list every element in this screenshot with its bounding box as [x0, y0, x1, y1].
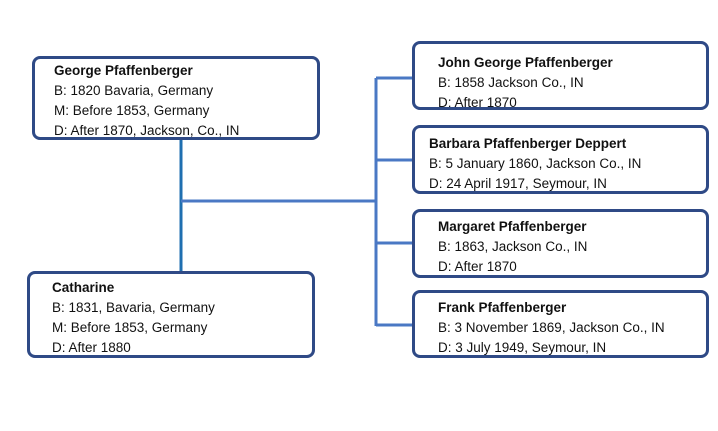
person-name: Frank Pfaffenberger	[438, 300, 567, 315]
person-name: Margaret Pfaffenberger	[438, 219, 587, 234]
person-card-catharine: Catharine B: 1831, Bavaria, Germany M: B…	[27, 271, 315, 358]
death-info: D: After 1870, Jackson, Co., IN	[54, 123, 240, 138]
person-name: John George Pfaffenberger	[438, 55, 613, 70]
death-info: D: 3 July 1949, Seymour, IN	[438, 340, 607, 355]
marriage-info: M: Before 1853, Germany	[52, 320, 208, 335]
person-name: Barbara Pfaffenberger Deppert	[429, 136, 627, 151]
birth-info: B: 1831, Bavaria, Germany	[52, 300, 215, 315]
person-name: Catharine	[52, 280, 115, 295]
death-info: D: 24 April 1917, Seymour, IN	[429, 176, 607, 191]
death-info: D: After 1870	[438, 95, 517, 110]
death-info: D: After 1870	[438, 259, 517, 274]
birth-info: B: 3 November 1869, Jackson Co., IN	[438, 320, 665, 335]
person-card-john: John George Pfaffenberger B: 1858 Jackso…	[412, 41, 709, 110]
person-card-barbara: Barbara Pfaffenberger Deppert B: 5 Janua…	[412, 125, 709, 194]
person-card-frank: Frank Pfaffenberger B: 3 November 1869, …	[412, 290, 709, 358]
birth-info: B: 1863, Jackson Co., IN	[438, 239, 588, 254]
birth-info: B: 1820 Bavaria, Germany	[54, 83, 214, 98]
death-info: D: After 1880	[52, 340, 131, 355]
person-card-margaret: Margaret Pfaffenberger B: 1863, Jackson …	[412, 209, 709, 278]
birth-info: B: 1858 Jackson Co., IN	[438, 75, 584, 90]
marriage-info: M: Before 1853, Germany	[54, 103, 210, 118]
birth-info: B: 5 January 1860, Jackson Co., IN	[429, 156, 642, 171]
person-card-george: George Pfaffenberger B: 1820 Bavaria, Ge…	[32, 56, 320, 140]
person-name: George Pfaffenberger	[54, 63, 193, 78]
